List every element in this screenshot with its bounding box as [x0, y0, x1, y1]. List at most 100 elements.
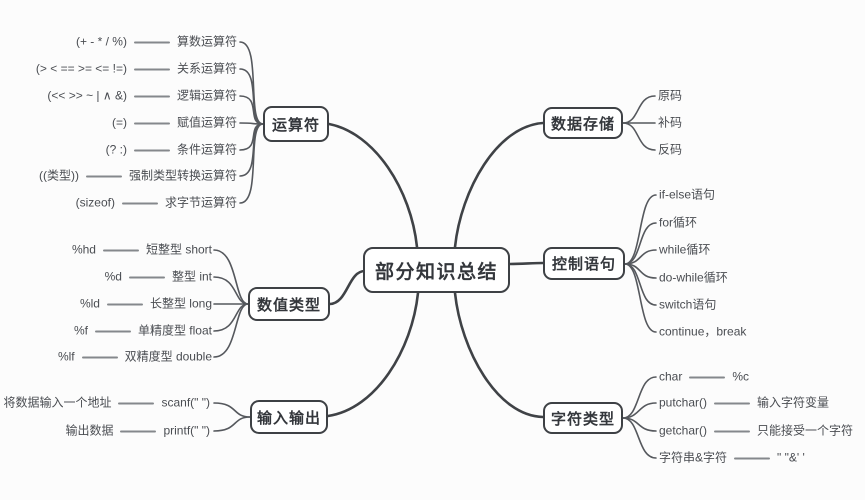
leaf-label: 关系运算符: [176, 61, 237, 76]
leaf-value: 输出数据: [65, 423, 114, 438]
twig-control-4: [624, 263, 657, 306]
leaf-control-0[interactable]: if-else语句: [659, 188, 715, 203]
leaf-label: continue，break: [659, 324, 747, 339]
leaf-label: 算数运算符: [176, 34, 237, 49]
leaf-chars-1[interactable]: putchar() 输入字符变量: [659, 396, 829, 411]
leaf-value: %f: [73, 323, 88, 338]
leaf-control-3[interactable]: do-while循环: [659, 271, 728, 286]
leaf-numeric-0[interactable]: %hd 短整型 short: [72, 243, 212, 258]
control-statements-label: 控制语句: [551, 256, 616, 273]
twig-operators-0: [239, 41, 264, 125]
leaf-label: if-else语句: [659, 187, 716, 202]
node-center-topic[interactable]: 部分知识总结: [363, 247, 510, 293]
trunk-storage: [453, 121, 545, 249]
connector-dash: [714, 430, 751, 432]
twig-operators-3: [239, 122, 264, 125]
leaf-numeric-1[interactable]: %d 整型 int: [105, 270, 212, 285]
trunk-control: [508, 261, 545, 266]
leaf-operators-4[interactable]: (? :) 条件运算符: [106, 143, 237, 158]
twig-numeric-1: [213, 276, 249, 305]
leaf-value: %lf: [57, 349, 75, 364]
connector-dash: [121, 202, 158, 204]
leaf-value: 只能接受一个字符: [757, 423, 854, 438]
operators-label: 运算符: [271, 116, 320, 134]
leaf-label: 短整型 short: [145, 242, 212, 257]
leaf-operators-6[interactable]: (sizeof) 求字节运算符: [76, 196, 237, 211]
leaf-chars-3[interactable]: 字符串&字符 " "&' ': [659, 451, 805, 466]
leaf-numeric-4[interactable]: %lf 双精度型 double: [58, 350, 212, 365]
leaf-value: (+ - * / %): [75, 34, 127, 49]
twig-chars-0: [622, 376, 657, 419]
node-operators[interactable]: 运算符: [263, 106, 329, 142]
twig-control-2: [624, 249, 657, 265]
leaf-label: 求字节运算符: [164, 195, 237, 210]
leaf-value: (sizeof): [75, 195, 115, 210]
leaf-value: 输入字符变量: [757, 395, 830, 410]
leaf-label: 长整型 long: [149, 296, 212, 311]
twig-chars-1: [622, 402, 657, 419]
leaf-value: %c: [732, 369, 750, 384]
leaf-io-1[interactable]: 输出数据 printf(" "): [65, 424, 210, 439]
leaf-numeric-3[interactable]: %f 单精度型 float: [74, 324, 212, 339]
leaf-label: 字符串&字符: [659, 450, 728, 465]
twig-control-3: [624, 263, 657, 279]
node-char-types[interactable]: 字符类型: [543, 402, 623, 434]
twig-io-1: [213, 416, 251, 432]
twig-control-1: [624, 222, 657, 265]
leaf-chars-2[interactable]: getchar() 只能接受一个字符: [659, 424, 853, 439]
leaf-control-4[interactable]: switch语句: [659, 298, 716, 313]
leaf-storage-0[interactable]: 原码: [658, 89, 682, 104]
leaf-io-0[interactable]: 将数据输入一个地址 scanf(" "): [3, 396, 210, 411]
leaf-value: " "&' ': [777, 450, 805, 465]
leaf-label: while循环: [659, 242, 711, 257]
leaf-operators-0[interactable]: (+ - * / %) 算数运算符: [76, 35, 237, 50]
leaf-value: %ld: [79, 296, 100, 311]
leaf-numeric-2[interactable]: %ld 长整型 long: [80, 297, 212, 312]
leaf-operators-1[interactable]: (> < == >= <= !=) 关系运算符: [36, 62, 237, 77]
trunk-chars: [453, 291, 545, 419]
leaf-control-5[interactable]: continue，break: [659, 325, 746, 340]
connector-dash: [128, 276, 165, 278]
leaf-label: scanf(" "): [161, 395, 210, 410]
leaf-operators-5[interactable]: ((类型)) 强制类型转换运算符: [39, 169, 237, 184]
node-control-statements[interactable]: 控制语句: [543, 247, 625, 280]
leaf-storage-2[interactable]: 反码: [658, 143, 682, 158]
connector-dash: [94, 330, 131, 332]
leaf-storage-1[interactable]: 补码: [658, 116, 682, 131]
twig-io-0: [213, 402, 251, 418]
trunk-io: [326, 291, 420, 418]
leaf-label: do-while循环: [659, 270, 728, 285]
leaf-label: 反码: [658, 142, 683, 157]
twig-numeric-0: [213, 249, 249, 305]
leaf-label: 补码: [658, 115, 683, 130]
twig-numeric-4: [213, 303, 249, 358]
twig-operators-6: [239, 123, 264, 204]
leaf-operators-3[interactable]: (=) 赋值运算符: [112, 116, 237, 131]
node-data-storage[interactable]: 数据存储: [543, 107, 623, 139]
trunk-numeric: [328, 269, 367, 306]
twig-control-0: [624, 194, 657, 265]
leaf-label: putchar(): [659, 395, 708, 410]
leaf-control-1[interactable]: for循环: [659, 216, 697, 231]
twig-storage-2: [622, 122, 656, 151]
node-numeric-types[interactable]: 数值类型: [248, 287, 330, 321]
leaf-value: (> < == >= <= !=): [35, 61, 127, 76]
input-output-label: 输入输出: [256, 409, 321, 427]
connector-dash: [734, 457, 771, 459]
node-input-output[interactable]: 输入输出: [250, 400, 328, 434]
leaf-chars-0[interactable]: char %c: [659, 370, 749, 385]
connector-dash: [133, 149, 170, 151]
connector-dash: [85, 175, 122, 177]
connector-dash: [689, 376, 726, 378]
leaf-control-2[interactable]: while循环: [659, 243, 710, 258]
connector-dash: [133, 95, 170, 97]
leaf-operators-2[interactable]: (<< >> ~ | ∧ &) 逻辑运算符: [47, 89, 237, 104]
connector-dash: [81, 356, 118, 358]
leaf-label: 双精度型 double: [124, 349, 212, 364]
connector-dash: [106, 303, 143, 305]
twig-operators-4: [239, 123, 264, 151]
connector-dash: [714, 402, 751, 404]
trunk-operators: [327, 122, 419, 249]
leaf-label: switch语句: [659, 297, 717, 312]
